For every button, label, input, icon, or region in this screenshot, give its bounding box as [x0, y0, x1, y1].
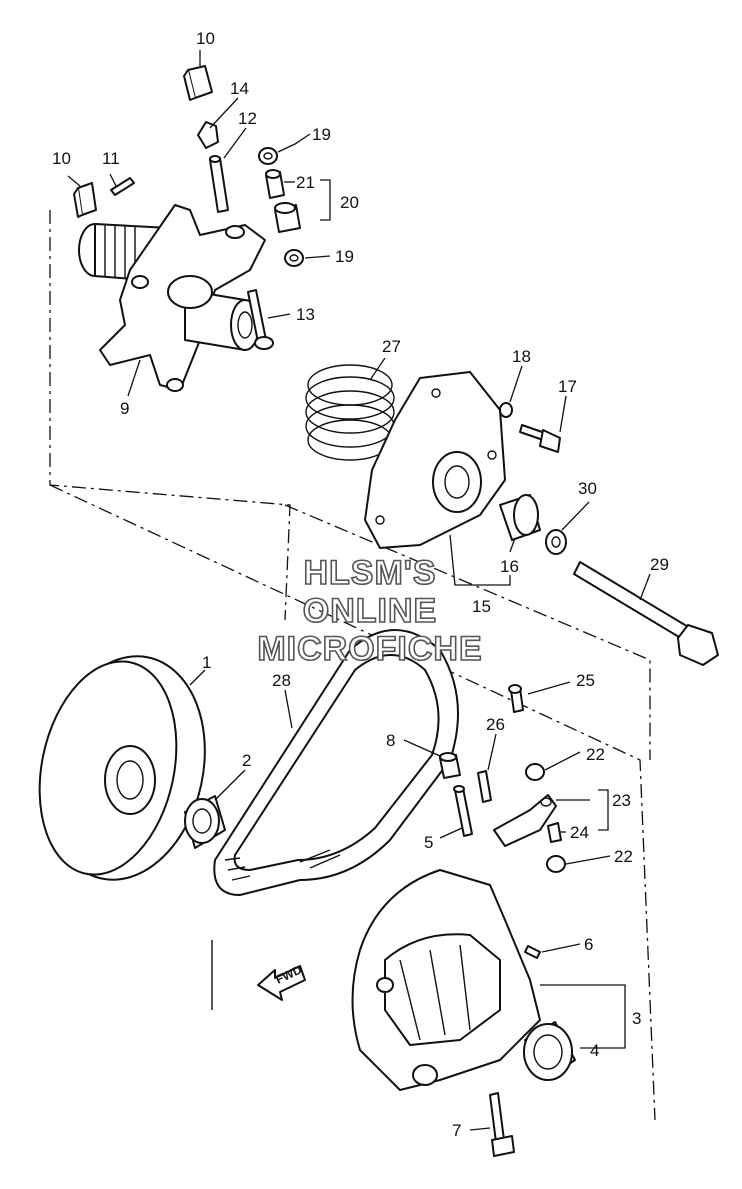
drive-housing	[351, 869, 541, 1091]
split-bushing	[184, 795, 226, 849]
leader-lines	[67, 50, 651, 1131]
watermark-line-1: HLSM'S	[303, 554, 436, 592]
callout-5: 5	[424, 833, 433, 852]
callout-30: 30	[578, 479, 597, 498]
cover-plate	[364, 371, 506, 549]
callout-21: 21	[296, 173, 315, 192]
callout-19-top: 19	[312, 125, 331, 144]
lever-hardware	[439, 684, 566, 959]
callout-22-bottom: 22	[614, 847, 633, 866]
callout-17: 17	[558, 377, 577, 396]
cover-hardware	[499, 402, 719, 666]
callout-8: 8	[386, 731, 395, 750]
callout-6: 6	[584, 935, 593, 954]
callout-7: 7	[452, 1121, 461, 1140]
assembly-outline	[49, 210, 656, 1121]
callout-labels: 10 14 12 19 21 20 19 13 10 11 9 27 18 17…	[52, 29, 669, 1140]
callout-13: 13	[296, 305, 315, 324]
spider-hub	[78, 204, 266, 392]
watermark-line-2: ONLINE	[303, 592, 437, 630]
drive-belt	[213, 629, 459, 896]
callout-29: 29	[650, 555, 669, 574]
housing-bushing	[523, 1021, 576, 1081]
watermark: HLSM'S ONLINE MICROFICHE	[257, 553, 483, 669]
callout-18: 18	[512, 347, 531, 366]
callout-20: 20	[340, 193, 359, 212]
watermark-line-3: MICROFICHE	[257, 630, 482, 668]
callout-10-top: 10	[196, 29, 215, 48]
callout-25: 25	[576, 671, 595, 690]
small-hardware-top	[73, 65, 274, 350]
callout-15: 15	[472, 597, 491, 616]
callout-22-top: 22	[586, 745, 605, 764]
callout-3: 3	[632, 1009, 641, 1028]
callout-23: 23	[612, 791, 631, 810]
callout-14: 14	[230, 79, 249, 98]
callout-4: 4	[590, 1041, 599, 1060]
callout-28: 28	[272, 671, 291, 690]
callout-10-left: 10	[52, 149, 71, 168]
callout-1: 1	[202, 653, 211, 672]
callout-27: 27	[382, 337, 401, 356]
callout-24: 24	[570, 823, 589, 842]
callout-19-bottom: 19	[335, 247, 354, 266]
forward-direction-arrow: FWD	[211, 940, 306, 1010]
callout-26: 26	[486, 715, 505, 734]
spring	[305, 364, 395, 461]
callout-9: 9	[120, 399, 129, 418]
bushings	[258, 147, 304, 267]
callout-2: 2	[242, 751, 251, 770]
callout-11: 11	[102, 149, 120, 168]
fixed-sheave	[38, 655, 206, 881]
callout-12: 12	[238, 109, 257, 128]
callout-16: 16	[500, 557, 519, 576]
housing-bolt	[489, 1092, 515, 1157]
